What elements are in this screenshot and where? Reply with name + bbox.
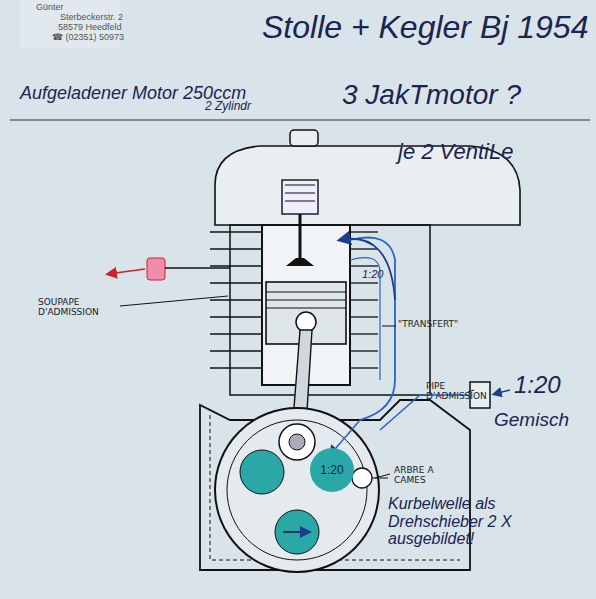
cooling-fin — [210, 282, 262, 283]
stamp-text: Günter — [36, 3, 64, 13]
part-label: SOUPAPE D'ADMISSION — [38, 298, 120, 318]
ratio-label: 1:20 — [320, 463, 343, 477]
rotary-valve-lobe: 1:20 — [310, 448, 354, 492]
cooling-fin — [350, 316, 378, 317]
stamp-text: ☎ (02351) 50973 — [52, 33, 124, 43]
part-label: "TRANSFERT" — [398, 320, 458, 330]
cooling-fin — [350, 265, 378, 266]
cooling-fin — [210, 265, 262, 266]
handwritten-note: je 2 VentiLe — [398, 140, 513, 164]
handwritten-note: 1:20 — [514, 372, 561, 398]
cooling-fin — [210, 231, 262, 232]
cooling-fin — [350, 248, 378, 249]
part-label: PIPE D'ADMISSION — [426, 382, 472, 402]
handwritten-note: 2 Zylindr — [205, 100, 251, 113]
cooling-fin — [210, 248, 262, 249]
cooling-fin — [210, 367, 262, 368]
handwritten-note: Kurbelwelle als Drehschieber 2 X ausgebi… — [388, 495, 568, 548]
cooling-fin — [210, 316, 262, 317]
stamp-text: Sterbeckerstr. 2 — [60, 13, 123, 23]
cooling-fin — [350, 231, 378, 232]
cooling-fin — [350, 333, 378, 334]
cooling-fin — [350, 282, 378, 283]
cooling-fin — [350, 350, 378, 351]
cooling-fin — [210, 350, 262, 351]
handwritten-note: 3 JakTmotor ? — [342, 80, 521, 111]
stamp-text: 58579 Heedfeld — [58, 23, 122, 33]
handwritten-title: Stolle + Kegler Bj 1954 — [262, 10, 588, 45]
handwritten-note: 1:20 — [362, 268, 383, 280]
cooling-fin — [350, 367, 378, 368]
cooling-fin — [210, 333, 262, 334]
part-label: ARBRE A CAMES — [394, 466, 450, 486]
cooling-fin — [350, 299, 378, 300]
handwritten-note: Gemisch — [494, 410, 569, 431]
cooling-fin — [210, 299, 262, 300]
